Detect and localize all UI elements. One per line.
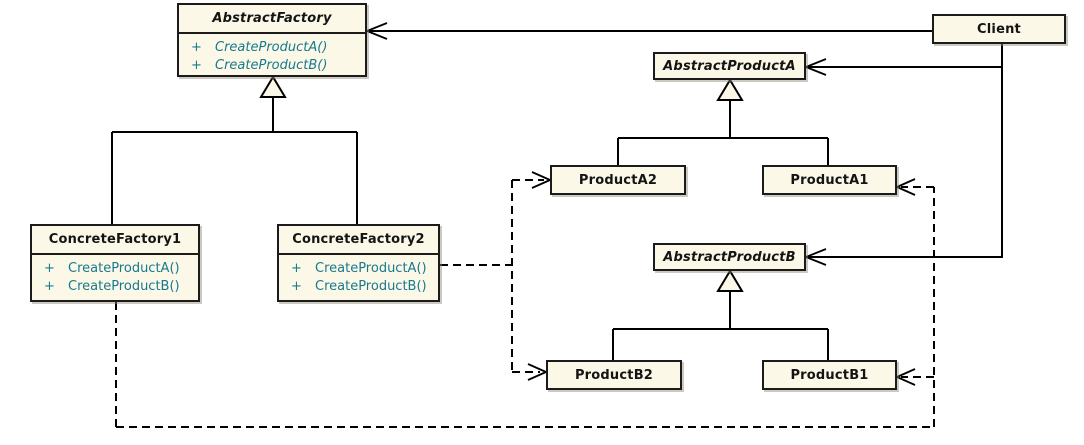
class-box-productb1[interactable]: ProductB1 [762, 360, 897, 390]
dependency-concretefactory1-products[interactable] [115, 178, 935, 428]
class-box-producta1[interactable]: ProductA1 [762, 165, 897, 195]
class-box-concretefactory1[interactable]: ConcreteFactory1 + CreateProductA() + Cr… [30, 224, 200, 302]
class-name: ConcreteFactory2 [279, 226, 438, 255]
method-createproductb: + CreateProductB() [191, 58, 328, 73]
generalization-concretefactories-abstractfactory[interactable] [111, 75, 358, 226]
hollow-triangle-icon [259, 75, 287, 98]
hollow-triangle-icon [716, 269, 744, 292]
class-name: ProductA2 [578, 172, 658, 188]
class-box-concretefactory2[interactable]: ConcreteFactory2 + CreateProductA() + Cr… [277, 224, 440, 302]
method-createproducta: + CreateProductA() [291, 261, 427, 276]
association-client-abstractproducta[interactable] [805, 44, 1003, 76]
generalization-products-abstractproductb[interactable] [612, 269, 829, 362]
class-name: AbstractProductA [663, 58, 796, 74]
method-createproducta: + CreateProductA() [191, 40, 328, 55]
class-name: Client [977, 21, 1021, 37]
hollow-triangle-icon [716, 78, 744, 101]
class-name: ProductB1 [790, 367, 869, 383]
class-box-abstractproductb[interactable]: AbstractProductB [653, 243, 806, 271]
method-createproductb: + CreateProductB() [44, 279, 180, 294]
class-name: ProductA1 [790, 172, 869, 188]
class-box-client[interactable]: Client [932, 14, 1066, 44]
generalization-products-abstractproducta[interactable] [617, 78, 829, 167]
class-box-productb2[interactable]: ProductB2 [546, 360, 682, 390]
method-createproducta: + CreateProductA() [44, 261, 180, 276]
association-client-abstractproductb[interactable] [805, 67, 1003, 266]
class-name: ConcreteFactory1 [32, 226, 198, 255]
class-box-abstractproducta[interactable]: AbstractProductA [653, 52, 806, 80]
class-name: AbstractProductB [663, 249, 796, 265]
class-name: ProductB2 [574, 367, 654, 383]
class-name: AbstractFactory [179, 5, 365, 34]
method-createproductb: + CreateProductB() [291, 279, 427, 294]
class-box-abstractfactory[interactable]: AbstractFactory + CreateProductA() + Cre… [177, 3, 367, 77]
dependency-concretefactory2-products[interactable] [440, 171, 551, 381]
association-client-abstractfactory[interactable] [366, 22, 932, 40]
class-box-producta2[interactable]: ProductA2 [550, 165, 686, 195]
